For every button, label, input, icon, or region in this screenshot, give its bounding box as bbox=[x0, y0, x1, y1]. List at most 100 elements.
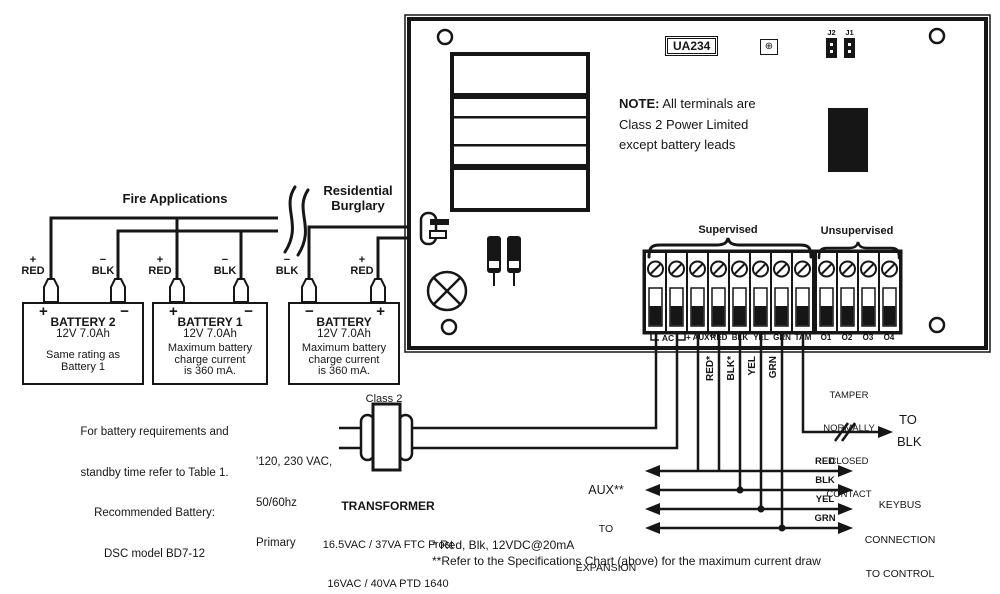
lead-sign: + bbox=[358, 254, 366, 266]
battery-note: Same rating as bbox=[46, 349, 120, 361]
mounting-holes bbox=[436, 27, 946, 336]
lead-label: −BLK bbox=[83, 255, 123, 277]
polarity-icon: ⊕ bbox=[760, 39, 778, 55]
lead-sign: + bbox=[156, 254, 164, 266]
terminal-label-blk: BLK bbox=[731, 333, 749, 342]
fire-applications-label: Fire Applications bbox=[122, 191, 228, 206]
battery-neg-sign: − bbox=[120, 303, 129, 320]
battery-residential-box: − + BATTERY 12V 7.0Ah Maximum battery ch… bbox=[288, 302, 400, 385]
battery-note: charge current bbox=[174, 353, 246, 366]
wire-tag-grn: GRN bbox=[768, 356, 779, 379]
battery-rating: 12V 7.0Ah bbox=[183, 328, 237, 340]
keybus-vertical-wires bbox=[696, 331, 784, 528]
lead-color: BLK bbox=[275, 265, 299, 277]
keybus-row-grn: GRN bbox=[814, 513, 836, 524]
battery-note: Maximum battery bbox=[301, 342, 387, 354]
terminal-label-o4: O4 bbox=[883, 333, 895, 342]
jumper-j2-icon bbox=[826, 38, 837, 58]
wire-tag-red: RED* bbox=[705, 356, 716, 382]
terminal-label-grn: GRN bbox=[773, 333, 791, 342]
lead-label: +RED bbox=[13, 255, 53, 277]
battery-note: is 360 mA. bbox=[318, 365, 370, 377]
transformer-label: TRANSFORMER 16.5VAC / 37VA FTC Frost 16V… bbox=[322, 499, 454, 591]
unsupervised-label: Unsupervised bbox=[820, 225, 894, 237]
supervised-label: Supervised bbox=[698, 224, 758, 236]
expansion-modules-label: AUX** TO EXPANSION MODULES bbox=[575, 483, 637, 575]
battery-requirements-note: For battery requirements and standby tim… bbox=[80, 426, 229, 560]
terminal-label-o2: O2 bbox=[841, 333, 853, 342]
primary-label: '120, 230 VAC, 50/60hz Primary bbox=[256, 456, 333, 549]
keybus-row-yel: YEL bbox=[815, 494, 835, 505]
model-badge: UA234 bbox=[665, 36, 719, 56]
footnote-2: **Refer to the Specifications Chart (abo… bbox=[432, 554, 821, 568]
lead-sign: − bbox=[99, 254, 107, 266]
battery-rating: 12V 7.0Ah bbox=[56, 328, 110, 340]
tamper-wire bbox=[801, 331, 893, 442]
lead-sign: − bbox=[221, 254, 229, 266]
tamper-to-label: TO bbox=[899, 412, 917, 427]
jumper-j1-icon bbox=[844, 38, 855, 58]
battery-neg-sign: − bbox=[244, 303, 253, 320]
spade-connectors bbox=[43, 278, 386, 303]
lead-sign: − bbox=[283, 254, 291, 266]
battery-name: BATTERY bbox=[316, 315, 372, 329]
battery-note: is 360 mA. bbox=[184, 365, 236, 377]
keybus-connection-label: KEYBUS CONNECTION TO CONTROL PANEL bbox=[864, 499, 936, 580]
battery-pos-sign: + bbox=[169, 303, 178, 320]
terminal-label-tam: TAM bbox=[794, 333, 812, 342]
lead-label: +RED bbox=[342, 255, 382, 277]
battery-rating: 12V 7.0Ah bbox=[317, 328, 371, 340]
terminal-label-ac: AC bbox=[661, 333, 675, 343]
battery-name: BATTERY 1 bbox=[177, 315, 243, 329]
residential-burglary-label-1: Residential bbox=[323, 183, 393, 198]
battery-note: charge current bbox=[308, 353, 380, 366]
knockout-icon bbox=[426, 270, 468, 312]
lead-color: RED bbox=[350, 265, 374, 277]
battery-connector-icon bbox=[419, 211, 449, 246]
ac-wires bbox=[412, 331, 679, 450]
lead-label: −BLK bbox=[267, 255, 307, 277]
battery-pos-sign: + bbox=[376, 303, 385, 320]
class2-label: Class 2 bbox=[365, 393, 403, 405]
transformer-icon bbox=[339, 402, 414, 472]
lead-color: RED bbox=[21, 265, 45, 277]
supervised-brace bbox=[647, 237, 813, 259]
terminal-label-red: RED bbox=[710, 333, 728, 342]
wire-tag-blk: BLK* bbox=[726, 356, 737, 381]
wire-tag-yel: YEL bbox=[747, 356, 758, 376]
keybus-arrow-rows bbox=[645, 465, 853, 534]
lead-color: BLK bbox=[213, 265, 237, 277]
battery-note: Maximum battery bbox=[167, 342, 253, 354]
terminal-label-o3: O3 bbox=[862, 333, 874, 342]
capacitor-icons bbox=[487, 236, 521, 286]
unsupervised-brace bbox=[817, 241, 901, 260]
keybus-row-red: RED bbox=[814, 456, 836, 467]
wire-break-squiggle bbox=[283, 185, 310, 257]
residential-battery-wires bbox=[307, 225, 407, 284]
terminal-label-yel: YEL bbox=[753, 333, 769, 342]
terminal-strip bbox=[642, 249, 903, 335]
jumper-j2-label: J2 bbox=[827, 28, 836, 37]
keybus-row-blk: BLK bbox=[815, 475, 835, 486]
lead-label: −BLK bbox=[205, 255, 245, 277]
component-block bbox=[828, 108, 868, 172]
footnote-1: * Red, Blk, 12VDC@20mA bbox=[432, 538, 575, 552]
lead-color: RED bbox=[148, 265, 172, 277]
tamper-contact-label: TAMPER NORMALLY CLOSED CONTACT bbox=[823, 390, 875, 500]
battery-name: BATTERY 2 bbox=[50, 315, 116, 329]
lead-color: BLK bbox=[91, 265, 115, 277]
jumper-j1-label: J1 bbox=[845, 28, 854, 37]
tamper-blk-label: BLK bbox=[897, 434, 922, 449]
lead-sign: + bbox=[29, 254, 37, 266]
note-label: NOTE: bbox=[619, 96, 660, 111]
residential-burglary-label-2: Burglary bbox=[331, 198, 385, 213]
fire-battery-wires bbox=[49, 216, 278, 284]
terminal-label-aux: + AUX** bbox=[686, 333, 716, 342]
battery-note: Battery 1 bbox=[60, 360, 106, 373]
panel-note: NOTE: All terminals are Class 2 Power Li… bbox=[619, 96, 756, 152]
battery-pos-sign: + bbox=[39, 303, 48, 320]
lead-label: +RED bbox=[140, 255, 180, 277]
battery-neg-sign: − bbox=[305, 303, 314, 320]
